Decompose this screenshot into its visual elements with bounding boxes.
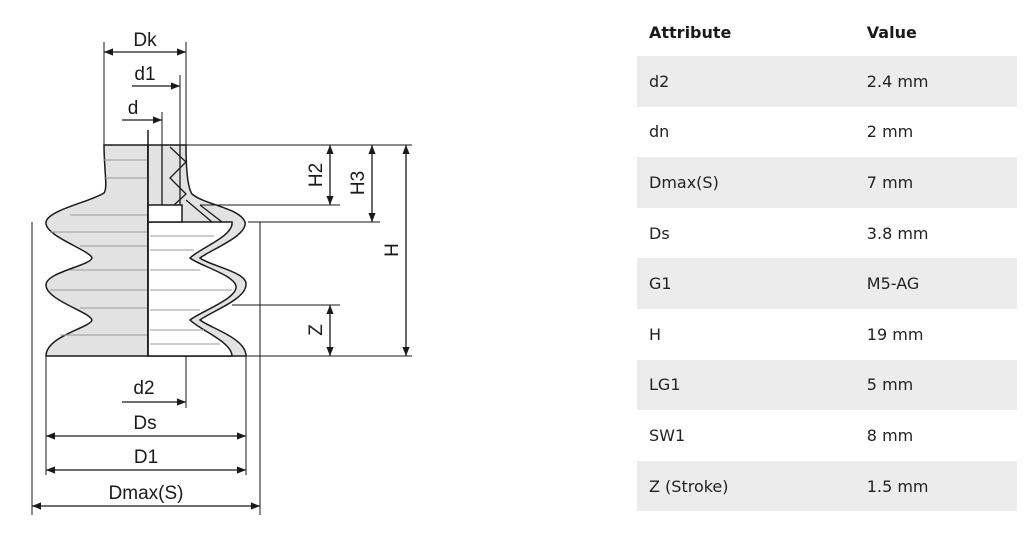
value-cell: 2 mm — [866, 122, 914, 142]
value-cell: 1.5 mm — [866, 460, 1017, 512]
table-row: Z (Stroke) 1.5 mm — [637, 460, 1017, 512]
extension-lines — [31, 42, 412, 515]
label-D1: D1 — [134, 447, 158, 468]
attribute-cell: dn — [649, 122, 670, 142]
label-h2: H2 — [306, 163, 327, 187]
dimension-lines — [32, 48, 410, 510]
value-cell: 7 mm — [866, 157, 1017, 208]
bellows-cavity — [147, 221, 237, 357]
label-dk: Dk — [133, 30, 157, 51]
table-row: SW1 8 mm — [637, 410, 1017, 461]
value-cell: 5 mm — [866, 359, 1017, 411]
label-h3: H3 — [348, 171, 369, 195]
table-row: Dmax(S) 7 mm — [637, 157, 1017, 208]
label-z: Z — [306, 324, 327, 336]
spec-table-header: Attribute Value — [637, 8, 1017, 56]
table-row: dn 2 mm — [637, 107, 1017, 158]
attribute-cell: H — [649, 324, 662, 344]
bellows-shading — [50, 159, 148, 336]
label-h: H — [382, 243, 403, 257]
cavity-hatch — [150, 235, 232, 345]
attribute-cell: G1 — [637, 258, 867, 309]
table-row: G1 M5-AG — [637, 258, 1017, 309]
value-cell: 2.4 mm — [866, 56, 1017, 107]
suction-cup-drawing: Dk d1 d H2 H3 H Z d2 Ds D1 Dmax(S) — [31, 30, 412, 515]
attribute-cell: Ds — [649, 223, 670, 243]
table-row: H 19 mm — [637, 309, 1017, 360]
value-cell: 3.8 mm — [866, 223, 929, 243]
label-dmax: Dmax(S) — [109, 483, 184, 504]
label-d2: d2 — [133, 378, 154, 399]
table-row: Ds 3.8 mm — [637, 208, 1017, 259]
value-cell: 8 mm — [866, 425, 914, 445]
attribute-cell: d2 — [637, 56, 867, 107]
attribute-cell: Dmax(S) — [637, 157, 867, 208]
attribute-cell: LG1 — [637, 359, 867, 411]
value-cell: M5-AG — [866, 258, 1017, 309]
bellows-left-body — [45, 144, 149, 357]
label-ds: Ds — [133, 413, 156, 434]
attribute-cell: Z (Stroke) — [637, 460, 867, 512]
value-cell: 19 mm — [866, 324, 924, 344]
label-d1: d1 — [134, 64, 155, 85]
label-d: d — [128, 98, 139, 119]
table-row: d2 2.4 mm — [637, 56, 1017, 107]
table-row: LG1 5 mm — [637, 359, 1017, 411]
header-attribute: Attribute — [649, 22, 732, 42]
insert-cross-hatch — [161, 145, 223, 223]
insert-bore — [147, 204, 183, 223]
spec-table: Attribute Value d2 2.4 mm dn 2 mm Dmax(S… — [637, 8, 1017, 512]
attribute-cell: SW1 — [649, 425, 686, 445]
header-value: Value — [866, 22, 917, 42]
